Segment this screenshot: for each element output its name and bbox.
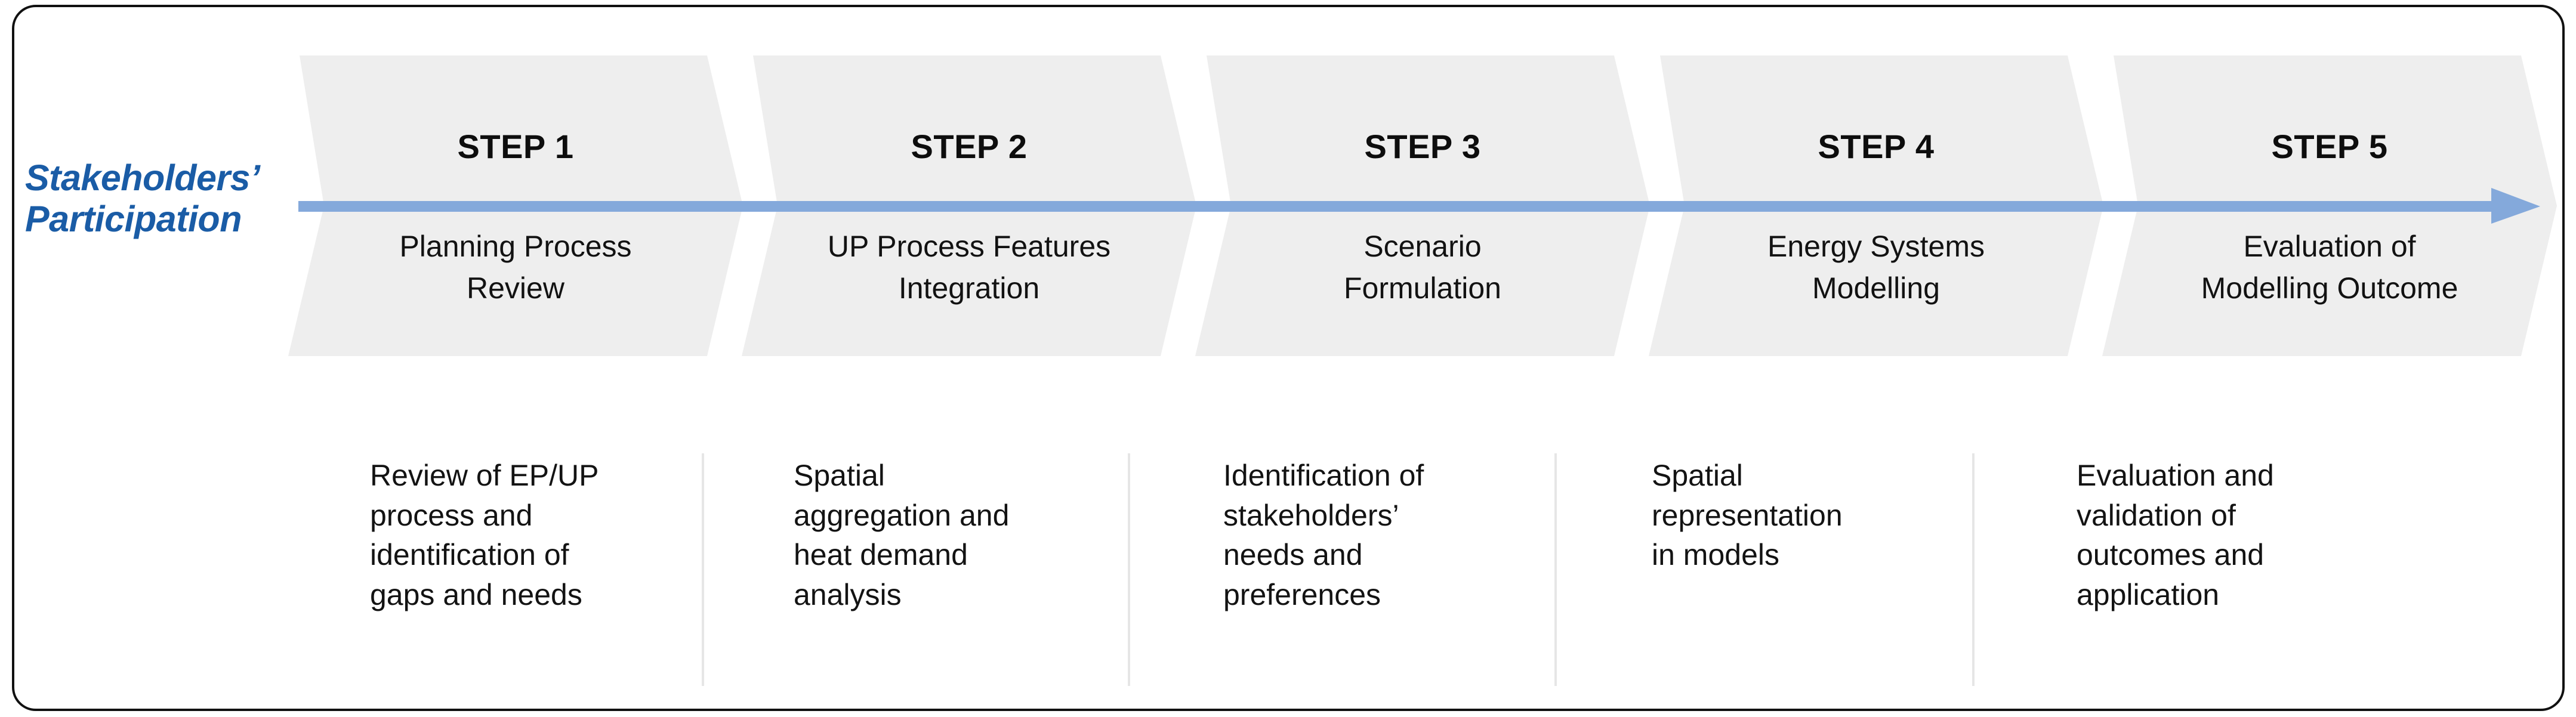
participation-arrow-icon [298,188,2540,224]
description-cell-3: Identification of stakeholders’ needs an… [1223,441,1534,692]
step-3-subtitle-line2: Formulation [1344,271,1501,305]
description-divider-2 [1128,453,1130,686]
step-2-title: STEP 2 [911,128,1028,165]
stakeholders-label-line1: Stakeholders’ [25,157,260,198]
step-1-description: Review of EP/UP process and identificati… [370,459,599,611]
step-chevron-band: STEP 1 Planning Process Review STEP 2 UP… [288,55,2557,356]
stakeholders-participation-label: Stakeholders’ Participation [25,157,282,240]
step-1-subtitle-line1: Planning Process [399,230,631,263]
description-cell-1: Review of EP/UP process and identificati… [370,441,668,692]
step-5-title: STEP 5 [2272,128,2388,165]
step-2-subtitle-line1: UP Process Features [828,230,1110,263]
step-4-description: Spatial representation in models [1652,459,1843,571]
description-divider-1 [702,453,704,686]
step-4-subtitle-line1: Energy Systems [1767,230,1985,263]
step-5-description: Evaluation and validation of outcomes an… [2077,459,2274,611]
description-cell-2: Spatial aggregation and heat demand anal… [794,441,1104,692]
step-4-subtitle-line2: Modelling [1812,271,1940,305]
step-5-subtitle-line2: Modelling Outcome [2201,271,2458,305]
step-3-subtitle-line1: Scenario [1363,230,1481,263]
step-4-title: STEP 4 [1818,128,1935,165]
step-1-subtitle-line2: Review [467,271,565,305]
step-2-subtitle-line2: Integration [899,271,1039,305]
step-descriptions-row: Review of EP/UP process and identificati… [0,441,2576,698]
stakeholders-label-line2: Participation [25,198,242,239]
step-1-title: STEP 1 [458,128,574,165]
step-3-title: STEP 3 [1365,128,1481,165]
description-divider-4 [1972,453,1975,686]
step-3-description: Identification of stakeholders’ needs an… [1223,459,1424,611]
step-5-subtitle-line1: Evaluation of [2243,230,2415,263]
arrow-shaft [298,201,2491,212]
description-divider-3 [1554,453,1557,686]
description-cell-4: Spatial representation in models [1652,441,1962,692]
step-2-description: Spatial aggregation and heat demand anal… [794,459,1010,611]
arrow-head [2491,188,2540,224]
description-cell-5: Evaluation and validation of outcomes an… [2077,441,2411,692]
